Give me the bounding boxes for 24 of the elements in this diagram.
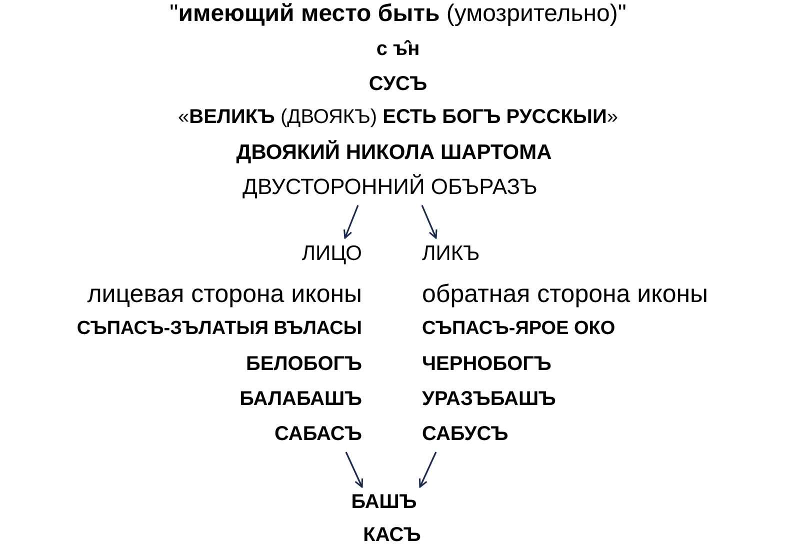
text-line: КАСЪ — [363, 524, 421, 547]
text-line: лицевая сторона иконы — [87, 280, 362, 309]
node-text: ЛИЦО — [302, 242, 362, 266]
node-text: САБУСЪ — [422, 423, 508, 446]
text-line: БЕЛОБОГЪ — [246, 353, 362, 376]
arrow — [418, 452, 437, 488]
text-line: СУСЪ — [368, 73, 428, 96]
node-text: ЛИКЪ — [422, 242, 480, 266]
text-line: обратная сторона иконы — [422, 280, 708, 309]
text-line: СЪПАСЪ-ЯРОЕ ОКО — [422, 318, 616, 340]
text-line: ЧЕРНОБОГЪ — [422, 353, 552, 376]
text-line: "имеющий место быть (умозрительно)" — [170, 0, 626, 28]
arrow — [345, 452, 364, 488]
arrow — [421, 204, 438, 239]
text-line: СЪПАСЪ-ЗЪЛАТЫЯ ВЪЛАСЫ — [76, 318, 362, 340]
node-text: БАШЪ — [351, 491, 417, 514]
text-line: ДВОЯКИЙ НИКОЛА ШАРТОМА — [236, 141, 552, 166]
text-line: БАЛАБАШЪ — [240, 388, 362, 411]
text-line: с ъ̂н — [376, 38, 420, 61]
text-line: «ВЕЛИКЪ (ДВОЯКЪ) ЕСТЬ БОГЪ РУССКЫИ» — [178, 106, 618, 129]
node-text: САБАСЪ — [274, 423, 362, 446]
node-text: ДВУСТОРОННИЙ ОБЪРАЗЪ — [242, 174, 538, 200]
text-line: УРАЗЪБАШЪ — [422, 388, 556, 411]
arrow — [344, 205, 359, 239]
